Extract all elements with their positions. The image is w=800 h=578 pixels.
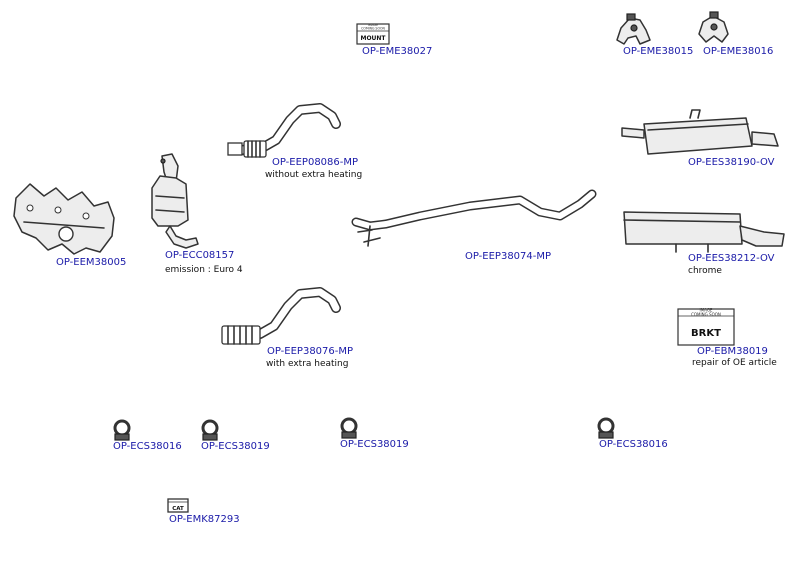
part-code-hanger-1[interactable]: OP-EME38015 (623, 46, 694, 57)
part-code-clamp-2[interactable]: OP-ECS38019 (201, 441, 270, 452)
note-bracket: repair of OE article (692, 358, 777, 368)
part-code-manifold[interactable]: OP-EEM38005 (56, 257, 127, 268)
rear-silencer-icon[interactable] (621, 109, 779, 155)
part-code-front-pipe-1[interactable]: OP-EEP08086-MP (272, 157, 359, 168)
part-code-hanger-2[interactable]: OP-EME38016 (703, 46, 774, 57)
rubber-hanger-icon[interactable] (698, 11, 729, 43)
mounting-kit-label: CAT (172, 506, 184, 512)
clamp-icon[interactable] (201, 419, 219, 441)
part-code-rear-silencer-2[interactable]: OP-EES38212-OV (688, 253, 775, 264)
clamp-icon[interactable] (340, 417, 358, 439)
part-code-front-pipe-2[interactable]: OP-EEP38076-MP (267, 346, 354, 357)
part-code-clamp-3[interactable]: OP-ECS38019 (340, 439, 409, 450)
front-pipe-icon[interactable] (227, 103, 341, 158)
part-code-mount[interactable]: OP-EME38027 (362, 46, 433, 57)
exhaust-manifold-icon[interactable] (13, 183, 115, 255)
clamp-icon[interactable] (113, 419, 131, 441)
middle-pipe-icon[interactable] (351, 189, 597, 247)
front-pipe-icon[interactable] (221, 287, 341, 345)
mounting-kit-icon[interactable]: CAT (167, 498, 189, 513)
mount-badge-label: MOUNT (360, 35, 386, 42)
part-code-catalyst[interactable]: OP-ECC08157 (165, 250, 235, 261)
part-code-rear-silencer-1[interactable]: OP-EES38190-OV (688, 157, 775, 168)
note-front-pipe-1: without extra heating (265, 170, 363, 180)
note-rear-silencer-2: chrome (688, 266, 722, 276)
part-code-clamp-1[interactable]: OP-ECS38016 (113, 441, 182, 452)
rear-silencer-icon[interactable] (623, 211, 785, 253)
catalytic-converter-icon[interactable] (151, 153, 199, 249)
part-code-mounting-kit[interactable]: OP-EMK87293 (169, 514, 240, 525)
bracket-badge-label: BRKT (691, 328, 721, 339)
rubber-hanger-icon[interactable] (616, 13, 651, 45)
note-catalyst: emission : Euro 4 (165, 265, 243, 275)
part-code-clamp-4[interactable]: OP-ECS38016 (599, 439, 668, 450)
part-code-bracket[interactable]: OP-EBM38019 (697, 346, 768, 357)
clamp-icon[interactable] (597, 417, 615, 439)
part-code-middle-pipe[interactable]: OP-EEP38074-MP (465, 251, 552, 262)
note-front-pipe-2: with extra heating (266, 359, 349, 369)
